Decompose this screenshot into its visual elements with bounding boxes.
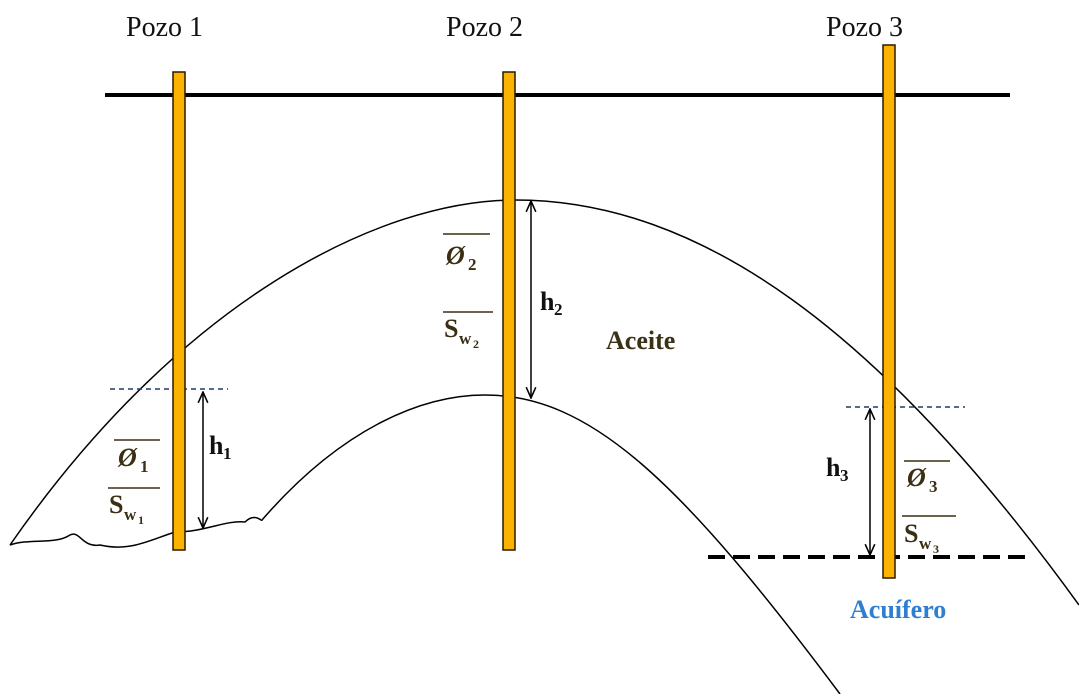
well-2-label: Pozo 2 [446,12,523,43]
phi-2-symbol: Ø [445,241,466,270]
well-1-casing [172,71,186,551]
h3-subscript: 3 [840,466,849,485]
sw-3-symbol: S [904,519,918,548]
aquifer-zone-label: Acuífero [850,595,946,624]
sw-2-symbol: S [444,314,458,343]
h3-label: h [826,453,841,482]
well-2-casing [502,71,516,551]
sw-3-subsubscript: 3 [933,542,939,556]
reservoir-base-curve [261,394,841,694]
well-3-casing [882,44,896,579]
sw-1-symbol: S [109,490,123,519]
h2-label: h [540,287,555,316]
sw-2-subsubscript: 2 [473,337,479,351]
well-3-label: Pozo 3 [826,12,903,43]
phi-1-subscript: 1 [140,457,149,476]
irregular-base-line [9,516,263,548]
well-1-label: Pozo 1 [126,12,203,43]
phi-2-subscript: 2 [468,255,477,274]
sw-3-subscript: w [919,534,932,553]
sw-1-subsubscript: 1 [138,513,144,527]
phi-3-symbol: Ø [906,463,927,492]
sw-1-subscript: w [124,505,137,524]
sw-2-subscript: w [459,329,472,348]
h1-subscript: 1 [223,444,232,463]
oil-zone-label: Aceite [606,326,675,355]
h1-label: h [209,431,224,460]
phi-3-subscript: 3 [929,477,938,496]
h2-subscript: 2 [554,300,563,319]
phi-1-symbol: Ø [117,443,138,472]
